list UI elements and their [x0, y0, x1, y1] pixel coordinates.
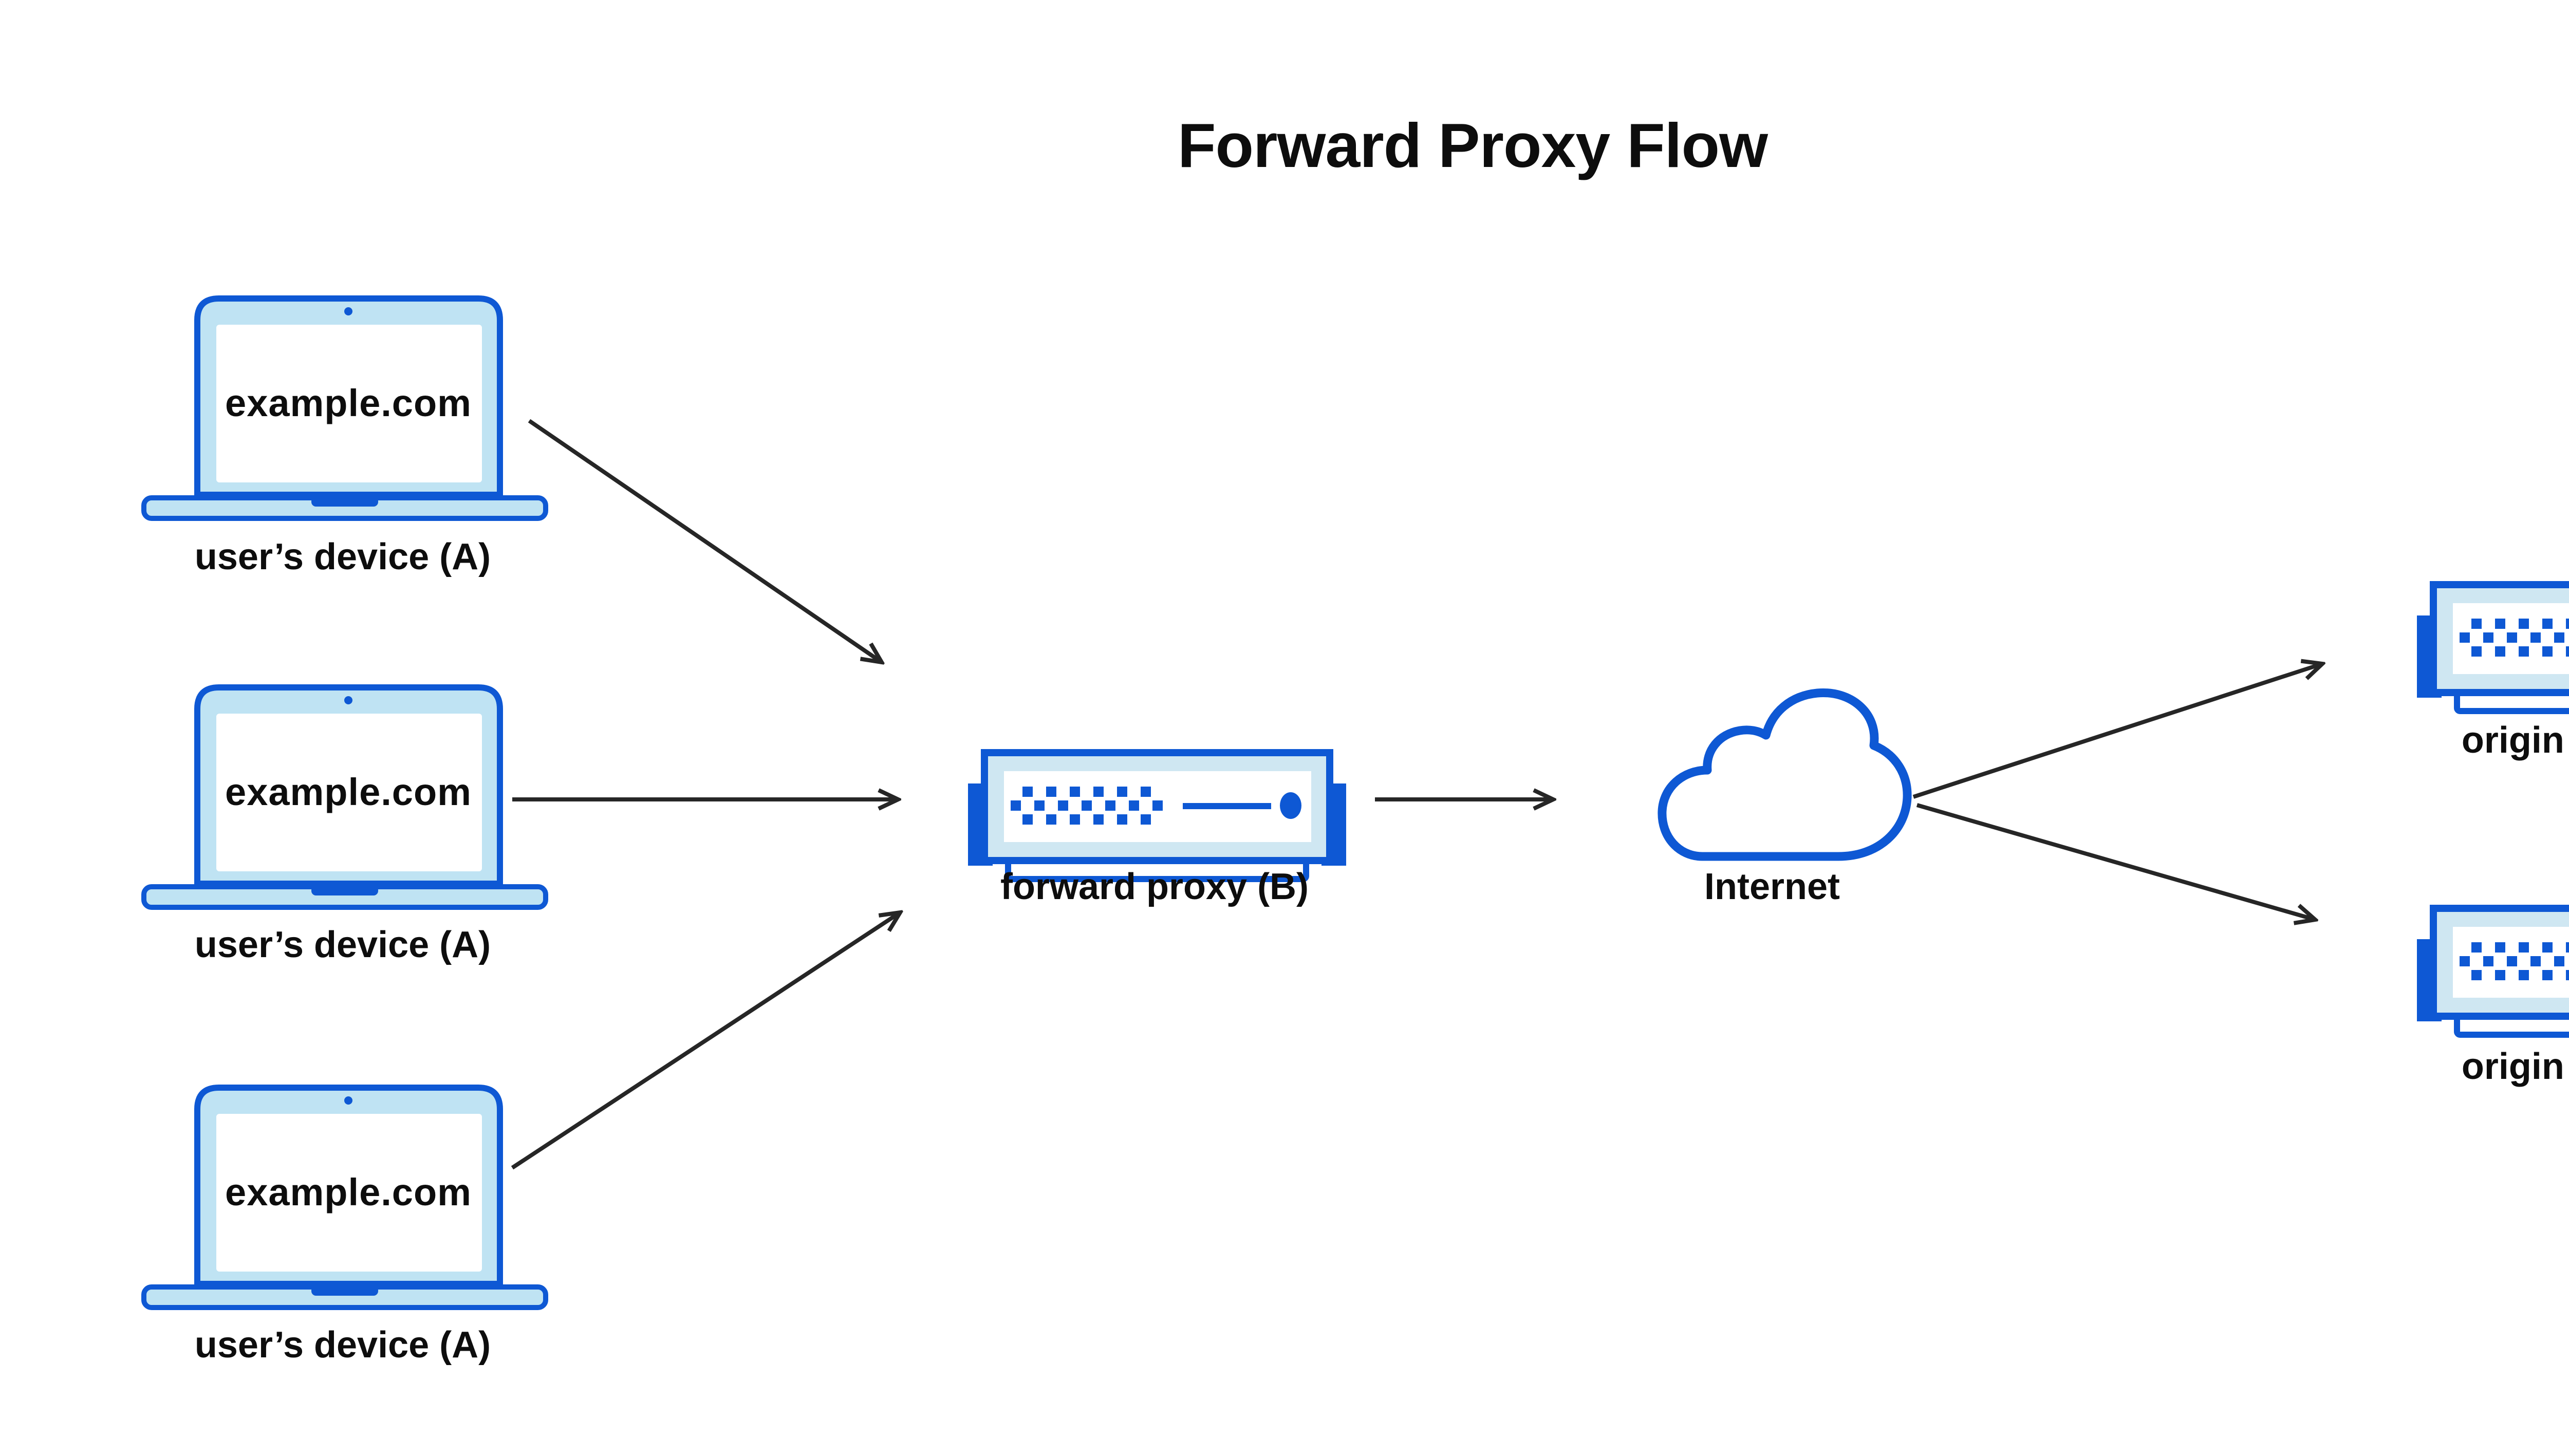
device-label-1: user’s device (A): [194, 536, 491, 577]
cloud-icon: [1662, 693, 1907, 856]
page-title: Forward Proxy Flow: [1178, 110, 1768, 180]
device-screen-text: example.com: [225, 1171, 472, 1214]
server-icon-forward-proxy: [968, 753, 1346, 879]
device-screen-text: example.com: [225, 771, 472, 813]
arrow-icon-device1-to-proxy: [528, 419, 882, 662]
arrow-icon-internet-to-origin1: [1912, 664, 2322, 799]
proxy-label: forward proxy (B): [1000, 866, 1309, 907]
origin-label-1: origin server (C): [2461, 720, 2569, 761]
server-icon-origin-1: [2417, 585, 2569, 711]
flow-arrows: [511, 419, 2322, 1170]
server-icon-origin-2: [2417, 908, 2569, 1035]
device-label-3: user’s device (A): [194, 1324, 491, 1366]
internet-label: Internet: [1704, 866, 1840, 907]
arrow-icon-internet-to-origin2: [1916, 803, 2315, 920]
device-screen-text: example.com: [225, 382, 472, 424]
origin-label-2: origin server (C): [2461, 1046, 2569, 1087]
device-label-2: user’s device (A): [194, 924, 491, 965]
arrow-icon-device3-to-proxy: [511, 912, 900, 1170]
